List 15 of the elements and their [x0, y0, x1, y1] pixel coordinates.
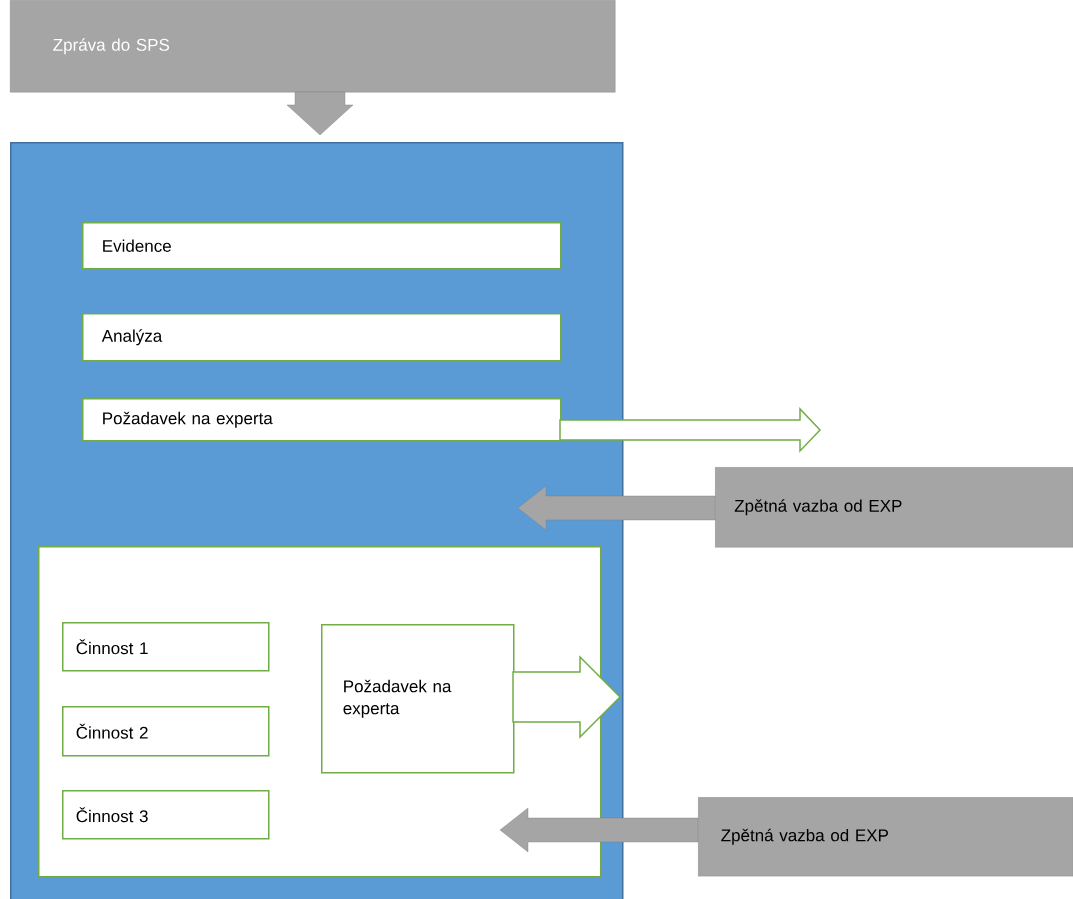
- block-arrow: [286, 91, 354, 136]
- activity-box: Činnost 1: [62, 622, 270, 672]
- block-arrow: [559, 407, 822, 453]
- step-box: Požadavek na experta: [82, 398, 562, 442]
- header-box: Zpráva do SPS: [10, 0, 616, 93]
- activity-box: Činnost 2: [62, 706, 270, 757]
- feedback-box: Zpětná vazba od EXP: [715, 467, 1073, 548]
- activity-box: Činnost 3: [62, 790, 270, 840]
- block-arrow: [499, 807, 699, 853]
- block-arrow: [512, 655, 622, 739]
- step-box: Evidence: [82, 222, 562, 270]
- request-box: Požadavek na experta: [321, 624, 515, 774]
- step-box: Analýza: [82, 313, 562, 362]
- block-arrow: [517, 485, 716, 531]
- feedback-box: Zpětná vazba od EXP: [698, 797, 1073, 877]
